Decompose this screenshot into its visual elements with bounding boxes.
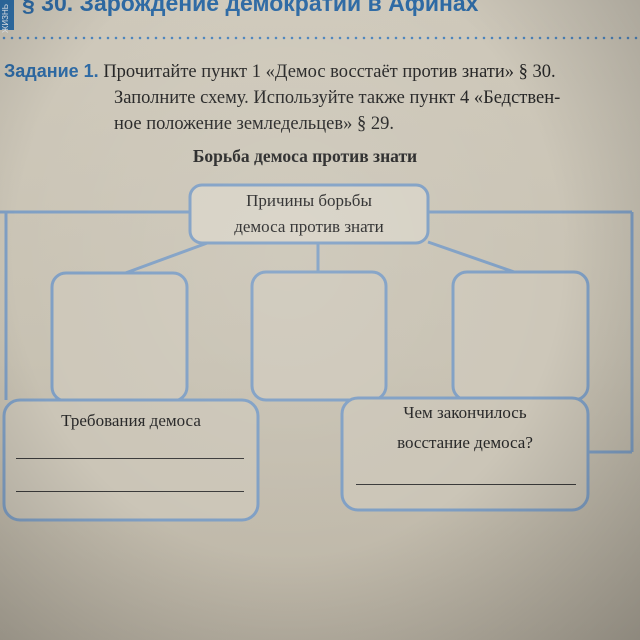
- outcome-label-line-1: Чем закончилось: [403, 403, 527, 422]
- cause-answer-box-1[interactable]: [50, 271, 189, 403]
- connector-lines: [0, 210, 634, 454]
- section-heading: § 30. Зарождение демократии в Афинах: [22, 0, 479, 16]
- outcome-label: Чем закончилось восстание демоса?: [342, 400, 588, 456]
- task-line-3: ное положение земледельцев» § 29.: [114, 114, 394, 134]
- outcome-answer-line[interactable]: [356, 484, 576, 485]
- demands-answer-line-1[interactable]: [16, 458, 244, 459]
- cause-answer-box-2[interactable]: [250, 270, 388, 402]
- connector-to-box-1: [119, 240, 211, 277]
- demands-box: [2, 398, 260, 522]
- task-text-1: Прочитайте пункт 1 «Демос восстаёт проти…: [103, 62, 556, 82]
- cause-answer-box-3[interactable]: [451, 270, 590, 402]
- scheme-title: Борьба демоса против знати: [192, 146, 418, 166]
- causes-label-line-2: демоса против знати: [234, 217, 384, 236]
- outcome-label-line-2: восстание демоса?: [397, 433, 533, 452]
- dotted-divider: [0, 36, 640, 40]
- task-instructions: Задание 1. Прочитайте пункт 1 «Демос вос…: [4, 58, 636, 137]
- task-line-2: Заполните схему. Используйте также пункт…: [114, 88, 561, 108]
- task-line-1: Задание 1. Прочитайте пункт 1 «Демос вос…: [4, 58, 636, 85]
- causes-label: Причины борьбы демоса против знати: [190, 188, 428, 240]
- connector-to-box-3: [427, 240, 521, 276]
- demands-label: Требования демоса: [61, 411, 201, 430]
- causes-box: [188, 183, 430, 245]
- causes-label-line-1: Причины борьбы: [246, 191, 372, 210]
- side-tab: ЖИЗНЬ: [0, 0, 14, 33]
- task-label: Задание 1.: [4, 61, 99, 81]
- outcome-box: [340, 396, 590, 512]
- demands-answer-line-2[interactable]: [16, 491, 244, 492]
